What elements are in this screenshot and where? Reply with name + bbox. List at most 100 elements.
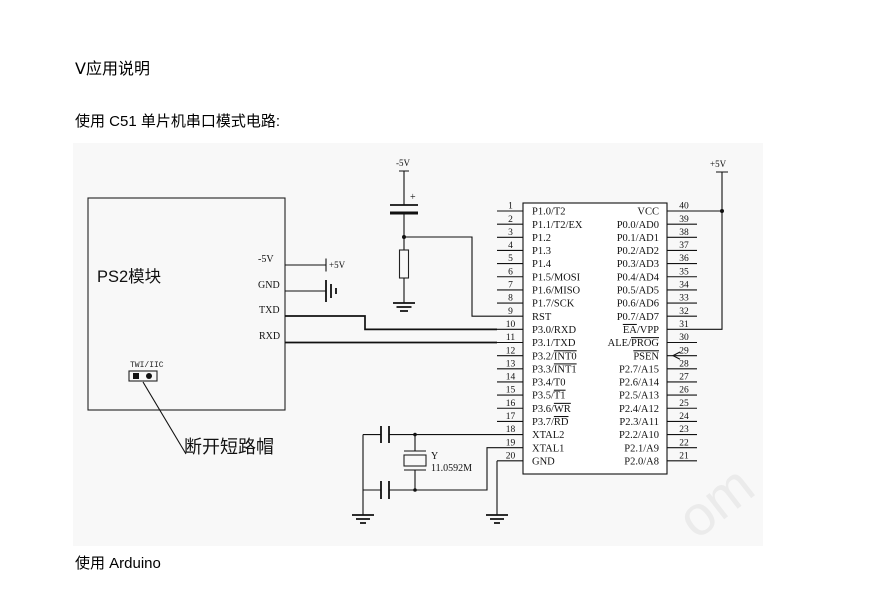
pin-number: 40 xyxy=(679,202,689,212)
pin-number: 36 xyxy=(679,254,689,264)
pin-number: 5 xyxy=(508,254,513,264)
pin-name-text: P1.3 xyxy=(532,246,551,257)
pin-name-text: P3.0/RXD xyxy=(532,325,576,336)
pin-name-text: P3.5/ xyxy=(532,391,554,402)
pin-name: P2.3/A11 xyxy=(619,417,659,428)
pin-name: P1.5/MOSI xyxy=(532,272,581,283)
pin-name-text: P2.5/A13 xyxy=(619,391,659,402)
pin-name-overbar: INT0 xyxy=(554,351,577,362)
pin-name-text: P2.3/A11 xyxy=(619,417,659,428)
pin-name-text: P0.5/AD5 xyxy=(617,286,659,297)
vcc-junction xyxy=(720,209,724,213)
pin-number: 32 xyxy=(679,307,689,317)
pin-name-overbar: PROG xyxy=(631,338,659,349)
ground-symbol-mcu xyxy=(486,514,508,524)
module-pin-label-power: -5V xyxy=(258,254,274,265)
pin-name-text: P1.2 xyxy=(532,233,551,244)
pin-name: P0.6/AD6 xyxy=(617,299,659,310)
pin-name: P2.7/A15 xyxy=(619,364,659,375)
pin-number: 16 xyxy=(506,399,516,409)
pin-name-overbar: RD xyxy=(554,417,569,428)
pin-name-text: XTAL2 xyxy=(532,430,564,441)
pin-name-text: P2.7/A15 xyxy=(619,364,659,375)
pin-name-text: P1.7/SCK xyxy=(532,299,575,310)
pin-name-overbar: WR xyxy=(554,404,571,415)
pin-name: P1.4 xyxy=(532,259,552,270)
pin-name: P1.1/T2/EX xyxy=(532,220,583,231)
mcu-supply-wire xyxy=(697,171,728,330)
pin-name: P3.5/T1 xyxy=(532,391,566,402)
pin-name: P1.2 xyxy=(532,233,551,244)
pin-number: 10 xyxy=(506,320,516,330)
pin-name-text: P3.2/ xyxy=(532,351,554,362)
jumper-note: 断开短路帽 xyxy=(184,437,274,457)
pin-name-text: P2.1/A9 xyxy=(624,443,659,454)
pin-name: P0.5/AD5 xyxy=(617,286,659,297)
pin-number: 8 xyxy=(508,294,513,304)
module-pin-label-ground: GND xyxy=(258,280,280,291)
pin-name-text: P2.0/A8 xyxy=(624,456,659,467)
pin-number: 24 xyxy=(679,412,689,422)
pin-name-text: P3.1/TXD xyxy=(532,338,576,349)
pin-name: XTAL1 xyxy=(532,443,564,454)
crystal-value: 11.0592M xyxy=(431,463,472,474)
pin-number: 15 xyxy=(506,386,516,396)
pin-number: 19 xyxy=(506,438,516,448)
jumper-pin-round xyxy=(146,373,152,379)
crystal-junction-top xyxy=(413,432,417,437)
pin-name: P1.0/T2 xyxy=(532,207,566,218)
pin-number: 9 xyxy=(508,307,513,317)
wire-reset-to-rst xyxy=(404,236,497,317)
crystal-leads xyxy=(404,434,426,490)
reset-circuit: -5V + xyxy=(390,158,497,317)
pin-name-text: P1.0/T2 xyxy=(532,207,566,218)
pin-name: P0.7/AD7 xyxy=(617,312,659,323)
pin-number: 33 xyxy=(679,294,689,304)
crystal-circuit: Y 11.0592M xyxy=(352,426,497,524)
pin-name: P2.0/A8 xyxy=(624,456,659,467)
pin-name-text: P0.1/AD1 xyxy=(617,233,659,244)
pin-name-text: P1.1/T2/EX xyxy=(532,220,583,231)
schematic-diagram: om PS2模块 -5V GND TXD RXD TWI/IIC 断开短路帽 +… xyxy=(73,143,763,546)
pin-name-text: P0.3/AD3 xyxy=(617,259,659,270)
crystal-ref: Y xyxy=(431,451,438,462)
crystal-capacitor-top xyxy=(380,426,390,443)
jumper-pin-square xyxy=(133,373,139,379)
pin-name: P1.7/SCK xyxy=(532,299,575,310)
pin-name-text: P0.6/AD6 xyxy=(617,299,659,310)
pin-name: P2.2/A10 xyxy=(619,430,659,441)
pin-name: P1.3 xyxy=(532,246,551,257)
pin-name: EA/VPP xyxy=(623,325,659,336)
module-supply-label: +5V xyxy=(329,260,346,270)
pin-name-text: RST xyxy=(532,312,552,323)
pin-number: 27 xyxy=(679,373,689,383)
pin-number: 26 xyxy=(679,386,689,396)
pin-number: 18 xyxy=(506,425,516,435)
pin-name: P2.1/A9 xyxy=(624,443,659,454)
module-pin-label-rx: RXD xyxy=(259,331,280,342)
ground-symbol-module xyxy=(325,280,337,302)
pin-name-overbar: PSEN xyxy=(633,351,659,362)
pin-number: 13 xyxy=(506,359,516,369)
pin-name-overbar: INT1 xyxy=(554,364,577,375)
ps2-module-box xyxy=(87,197,286,411)
